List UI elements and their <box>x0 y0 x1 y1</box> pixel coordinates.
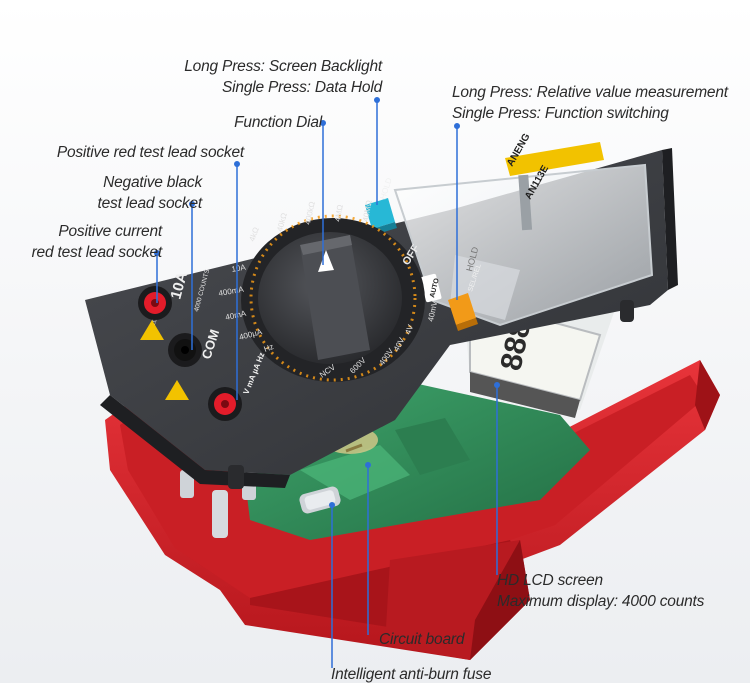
dial-range-labels: OFF 40mV 4V 40V 400V 600V NCV Hz 400µA 4… <box>218 200 440 380</box>
dial-label-40ma: 40mA <box>225 309 248 322</box>
leader-dot <box>365 462 371 468</box>
function-dial[interactable] <box>241 214 425 382</box>
callout-fuse: Intelligent anti-burn fuse <box>331 666 492 683</box>
dial-pointer-icon <box>318 250 334 272</box>
callout-current-socket: Positive current red test lead socket <box>31 223 163 261</box>
leader-dot <box>189 201 195 207</box>
dial-label-40m-ohm: 40MΩ <box>361 200 374 223</box>
dial-label-10a-range: 10A <box>231 263 247 274</box>
socket-com[interactable] <box>168 333 202 367</box>
hold-label: HOLD <box>378 176 393 200</box>
dial-label-4k-ohm: 4kΩ <box>247 226 260 243</box>
leader-dot <box>374 97 380 103</box>
dial-label-400ma: 400mA <box>218 285 245 298</box>
callout-positive-socket: Positive red test lead socket <box>56 144 244 161</box>
socket-10a[interactable] <box>138 286 172 320</box>
svg-text:AUTO: AUTO <box>429 277 441 298</box>
dial-label-4v: 4V <box>403 323 415 336</box>
ten-amp-label: 10A <box>167 270 191 301</box>
socket-v-ma[interactable] <box>208 387 242 421</box>
select-relative-button[interactable]: SEL/REL <box>448 263 483 331</box>
callout-circuit-board: Circuit board <box>379 631 465 648</box>
callout-lcd: HD LCD screen Maximum display: 4000 coun… <box>497 572 705 610</box>
leader-dot <box>234 161 240 167</box>
warning-icon <box>140 320 164 340</box>
dial-label-40mv: 40mV <box>426 299 439 322</box>
callout-function-switch: Long Press: Relative value measurement S… <box>452 84 728 122</box>
dial-label-hz: Hz <box>263 342 275 354</box>
leader-dot <box>320 120 326 126</box>
callout-function-dial: Function Dial <box>234 114 322 131</box>
callout-negative-socket: Negative black test lead socket <box>97 174 203 212</box>
auto-badge: AUTO <box>420 273 442 303</box>
leader-dot <box>154 250 160 256</box>
warning-icon <box>165 380 189 400</box>
leader-dot <box>454 123 460 129</box>
leader-dot <box>494 382 500 388</box>
leader-lines <box>154 97 500 668</box>
leader-dot <box>329 502 335 508</box>
callout-backlight: Long Press: Screen Backlight Single Pres… <box>184 58 382 96</box>
dial-label-4m-ohm: 4MΩ <box>333 204 345 222</box>
